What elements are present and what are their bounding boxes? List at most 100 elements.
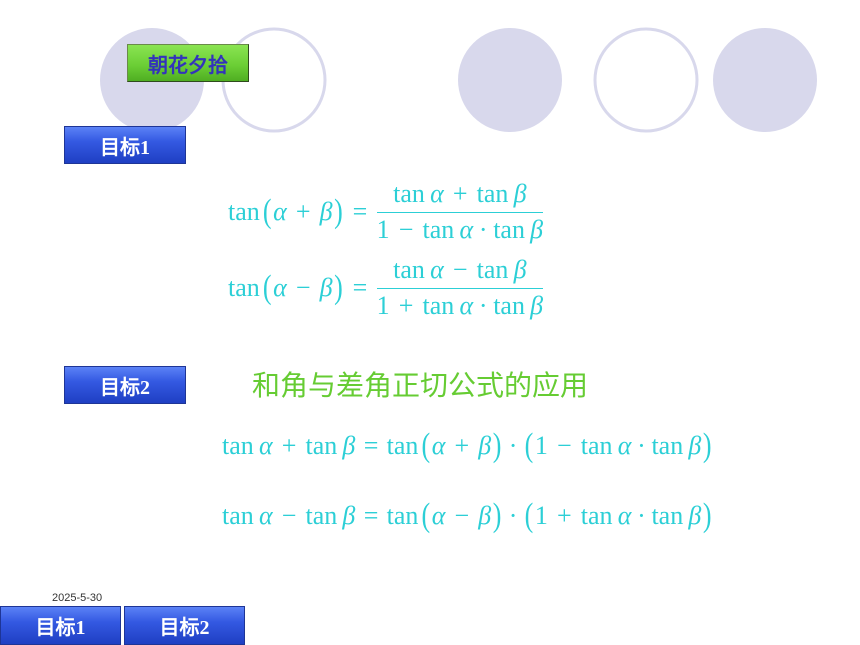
variable-alpha: α <box>431 431 446 460</box>
nav-button-target1[interactable]: 目标1 <box>0 606 121 645</box>
section-label-target1: 目标1 <box>64 126 186 164</box>
close-paren: ) <box>334 268 343 306</box>
close-paren: ) <box>492 495 502 534</box>
plus-sign: + <box>452 179 468 208</box>
slide-date: 2025-5-30 <box>52 592 103 604</box>
number: 1 <box>534 431 548 460</box>
variable-beta: β <box>478 501 492 530</box>
plus-sign: + <box>454 431 470 460</box>
variable-alpha: α <box>617 501 632 530</box>
function-tan: tan <box>228 273 260 303</box>
plus-sign: + <box>556 501 572 530</box>
open-paren: ( <box>262 192 272 230</box>
dot-operator: · <box>637 431 646 460</box>
variable-alpha: α <box>459 215 474 245</box>
fraction-bar <box>376 211 544 214</box>
close-paren: ) <box>702 425 712 464</box>
close-paren: ) <box>702 495 712 534</box>
variable-beta: β <box>342 431 356 460</box>
function-tan: tan <box>393 179 425 208</box>
close-paren: ) <box>492 425 502 464</box>
bottom-nav: 目标1 目标2 <box>0 606 245 645</box>
variable-beta: β <box>513 255 527 284</box>
variable-beta: β <box>530 215 544 245</box>
formula-lhs: tan(α+β) <box>228 193 344 230</box>
variable-alpha: α <box>431 501 446 530</box>
open-paren: ( <box>421 495 431 534</box>
variable-beta: β <box>478 431 492 460</box>
plus-sign: + <box>398 291 414 321</box>
section-heading: 和角与差角正切公式的应用 <box>252 369 589 402</box>
function-tan: tan <box>476 179 509 208</box>
plus-sign: + <box>281 431 297 460</box>
open-paren: ( <box>421 425 431 464</box>
dot-operator: · <box>508 501 518 530</box>
function-tan: tan <box>386 501 419 530</box>
function-tan: tan <box>393 255 425 284</box>
function-tan: tan <box>305 431 338 460</box>
fraction-bar <box>376 287 544 290</box>
variable-alpha: α <box>459 291 474 321</box>
minus-sign: − <box>556 431 572 460</box>
decor-circle-filled <box>458 28 562 132</box>
function-tan: tan <box>386 431 419 460</box>
variable-alpha: α <box>430 179 444 208</box>
variable-beta: β <box>688 431 702 460</box>
plus-sign: + <box>295 197 311 227</box>
function-tan: tan <box>305 501 338 530</box>
function-tan: tan <box>228 197 260 227</box>
minus-sign: − <box>454 501 470 530</box>
open-paren: ( <box>262 268 272 306</box>
variable-beta: β <box>319 273 333 303</box>
variable-beta: β <box>342 501 356 530</box>
minus-sign: − <box>281 501 297 530</box>
number: 1 <box>534 501 548 530</box>
open-paren: ( <box>524 425 534 464</box>
function-tan: tan <box>476 255 509 284</box>
equals-sign: = <box>352 197 368 227</box>
open-paren: ( <box>524 495 534 534</box>
equals-sign: = <box>363 431 379 460</box>
function-tan: tan <box>422 291 455 321</box>
function-tan: tan <box>493 291 525 321</box>
dot-operator: · <box>637 501 646 530</box>
function-tan: tan <box>222 431 254 460</box>
variable-beta: β <box>513 179 527 208</box>
variable-alpha: α <box>430 255 444 284</box>
equals-sign: = <box>363 501 379 530</box>
minus-sign: − <box>452 255 468 284</box>
number: 1 <box>376 215 390 245</box>
number: 1 <box>376 291 390 321</box>
dot-operator: · <box>478 215 488 245</box>
variable-alpha: α <box>273 197 287 227</box>
nav-button-target2[interactable]: 目标2 <box>124 606 245 645</box>
slide-title: 朝花夕拾 <box>127 44 249 82</box>
section-label-target2: 目标2 <box>64 366 186 404</box>
variable-alpha: α <box>617 431 632 460</box>
minus-sign: − <box>398 215 414 245</box>
close-paren: ) <box>334 192 343 230</box>
equals-sign: = <box>352 273 368 303</box>
decor-circle-outline <box>593 27 699 133</box>
function-tan: tan <box>580 431 613 460</box>
minus-sign: − <box>295 273 311 303</box>
variable-beta: β <box>530 291 544 321</box>
function-tan: tan <box>580 501 613 530</box>
variable-alpha: α <box>273 273 287 303</box>
formula-lhs: tan(α−β) <box>228 269 344 306</box>
dot-operator: · <box>508 431 518 460</box>
